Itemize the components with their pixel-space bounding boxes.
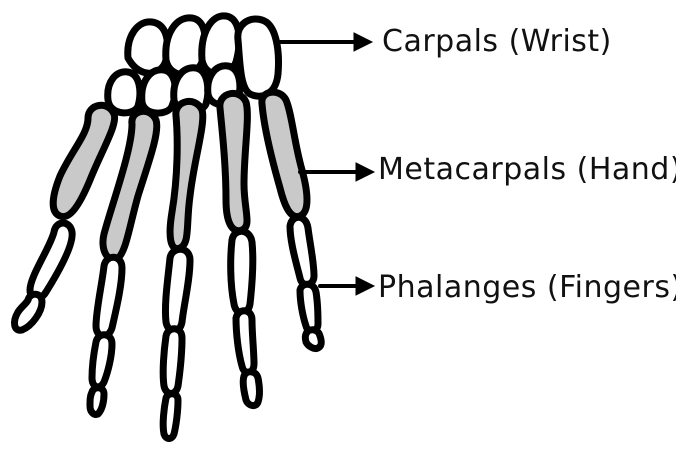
phalange-bone — [236, 311, 254, 373]
phalange-bone — [305, 330, 321, 349]
phalange-bone — [163, 329, 182, 394]
phalanges-label: Phalanges (Fingers) — [378, 270, 676, 305]
carpal-bone — [238, 19, 279, 96]
metacarpal-bones — [53, 92, 307, 259]
phalange-bones — [15, 217, 322, 438]
metacarpals-label: Metacarpals (Hand) — [378, 152, 676, 187]
phalange-bone — [165, 249, 190, 331]
metacarpals-arrow — [300, 163, 374, 181]
carpals-label: Carpals (Wrist) — [382, 24, 612, 59]
phalange-bone — [290, 217, 314, 284]
metacarpal-bone — [53, 105, 114, 216]
phalange-bone — [243, 372, 259, 406]
phalange-bone — [30, 223, 72, 299]
phalange-bone — [15, 294, 42, 330]
phalanges-arrow — [320, 277, 374, 295]
carpal-bone — [142, 70, 176, 113]
phalange-bone — [96, 257, 122, 336]
phalange-bone — [92, 335, 112, 387]
metacarpal-bone — [170, 101, 203, 248]
metacarpal-bone — [220, 93, 248, 230]
phalange-bone — [231, 231, 253, 313]
phalange-bone — [90, 388, 104, 415]
phalange-bone — [300, 284, 318, 331]
carpals-arrow — [280, 33, 372, 51]
carpal-bone — [128, 22, 168, 73]
metacarpal-bone — [262, 92, 307, 217]
phalange-bone — [163, 394, 178, 439]
